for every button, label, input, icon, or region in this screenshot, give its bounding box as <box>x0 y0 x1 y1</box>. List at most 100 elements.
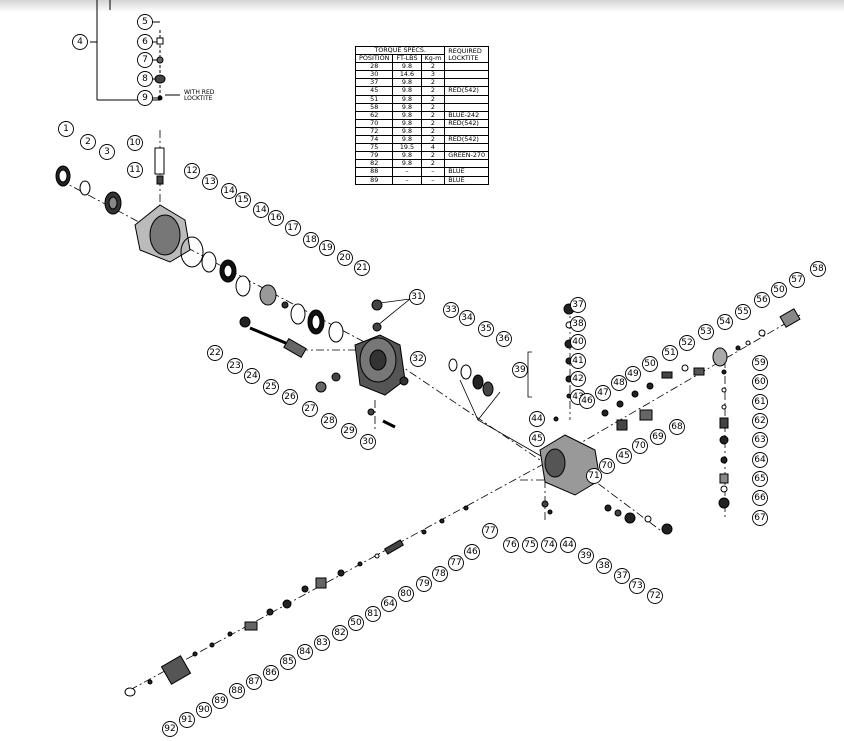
callout-39: 39 <box>512 362 528 378</box>
callout-circle <box>459 310 475 326</box>
callout-number: 46 <box>466 547 478 557</box>
callout-circle <box>752 394 768 410</box>
callout-59: 59 <box>752 355 768 371</box>
callout-70: 70 <box>632 438 648 454</box>
callout-number: 31 <box>411 292 422 302</box>
callout-29: 29 <box>341 423 357 439</box>
callout-number: 27 <box>304 404 315 414</box>
top-bracket-lines <box>90 0 180 101</box>
callout-circle <box>314 635 330 651</box>
callout-number: 20 <box>339 253 351 263</box>
torque-specs-table: TORQUE SPECS. REQUIRED LOCKTITE POSITION… <box>354 45 490 185</box>
callout-number: 6 <box>142 37 148 47</box>
callout-50: 50 <box>642 356 658 372</box>
callout-12: 12 <box>184 163 200 179</box>
callout-number: 29 <box>343 426 355 436</box>
header-locktite: REQUIRED LOCKTITE <box>444 45 490 64</box>
callout-number: 81 <box>367 609 378 619</box>
callout-79: 79 <box>416 576 432 592</box>
callout-number: 25 <box>265 382 276 392</box>
callout-number: 12 <box>186 166 197 176</box>
callout-18: 18 <box>303 232 319 248</box>
callout-number: 39 <box>514 365 526 375</box>
callout-number: 80 <box>400 589 412 599</box>
callout-86: 86 <box>263 665 279 681</box>
callout-number: 84 <box>299 647 311 657</box>
callout-90: 90 <box>196 702 212 718</box>
callout-82: 82 <box>332 625 348 641</box>
callout-circle <box>137 71 153 87</box>
callout-circle <box>642 356 658 372</box>
callout-number: 7 <box>142 55 148 65</box>
callout-number: 68 <box>671 422 683 432</box>
cell-locktite: RED(542) <box>444 86 490 96</box>
callout-number: 45 <box>531 434 542 444</box>
callout-number: 2 <box>85 137 91 147</box>
callout-number: 55 <box>737 307 748 317</box>
callout-number: 9 <box>142 93 148 103</box>
callout-circle <box>529 411 545 427</box>
callout-87: 87 <box>246 674 262 690</box>
callout-number: 21 <box>356 263 367 273</box>
callout-81: 81 <box>365 606 381 622</box>
callout-number: 40 <box>572 337 584 347</box>
callout-circle <box>578 548 594 564</box>
callout-leader-lines <box>377 298 549 461</box>
cell-locktite <box>444 94 490 104</box>
callout-circle <box>752 355 768 371</box>
cell-kg-m: – <box>420 167 446 177</box>
callout-circle <box>629 578 645 594</box>
callout-number: 35 <box>480 324 491 334</box>
callout-circle <box>302 401 318 417</box>
callout-16: 16 <box>268 210 284 226</box>
callout-31: 31 <box>409 289 425 305</box>
callout-39: 39 <box>578 548 594 564</box>
callout-number: 91 <box>181 715 192 725</box>
callout-circle <box>432 566 448 582</box>
callout-77: 77 <box>448 555 464 571</box>
callout-circle <box>341 423 357 439</box>
callout-76: 76 <box>503 537 519 553</box>
callout-circle <box>263 665 279 681</box>
callout-number: 71 <box>588 471 599 481</box>
callout-circle <box>496 331 512 347</box>
callout-33: 33 <box>443 302 459 318</box>
callout-number: 32 <box>412 354 423 364</box>
callout-63: 63 <box>752 432 768 448</box>
callout-64: 64 <box>381 596 397 612</box>
callout-number: 59 <box>754 358 766 368</box>
callout-38: 38 <box>596 558 612 574</box>
callout-10: 10 <box>127 135 143 151</box>
callout-13: 13 <box>202 174 218 190</box>
cell-locktite: BLUE <box>444 175 490 185</box>
cell-kg-m: – <box>420 175 446 185</box>
callout-circle <box>752 510 768 526</box>
callout-50: 50 <box>771 282 787 298</box>
callout-circle <box>162 721 178 737</box>
callout-27: 27 <box>302 401 318 417</box>
callout-circle <box>337 250 353 266</box>
callout-66: 66 <box>752 490 768 506</box>
callout-32: 32 <box>410 351 426 367</box>
callout-circle <box>579 393 595 409</box>
callout-circle <box>303 232 319 248</box>
callout-45: 45 <box>529 431 545 447</box>
callout-circle <box>297 644 313 660</box>
callout-circle <box>253 202 269 218</box>
callout-number: 50 <box>773 285 785 295</box>
callout-number: 67 <box>754 513 765 523</box>
callout-circle <box>560 537 576 553</box>
callout-circle <box>184 163 200 179</box>
callout-circle <box>570 297 586 313</box>
callout-circle <box>268 210 284 226</box>
callout-circle <box>529 431 545 447</box>
callout-19: 19 <box>319 240 335 256</box>
callout-number: 78 <box>434 569 446 579</box>
callout-74: 74 <box>541 537 557 553</box>
callout-circle <box>227 358 243 374</box>
callout-circle <box>625 366 641 382</box>
callout-70: 70 <box>599 458 615 474</box>
